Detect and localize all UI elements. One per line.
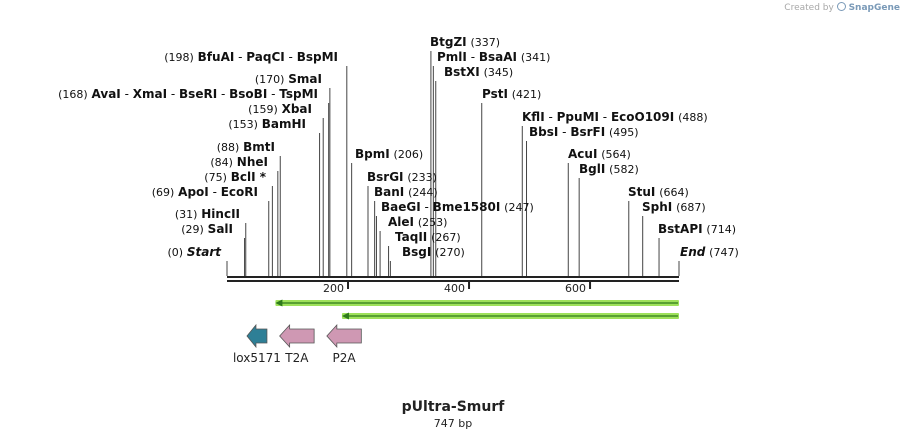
site-label-apoi-ecori[interactable]: (69) ApoI - EcoRI [152, 185, 258, 199]
site-label-psti[interactable]: PstI (421) [482, 87, 541, 101]
backbone [227, 276, 679, 282]
site-label-nhei[interactable]: (84) NheI [210, 155, 268, 169]
snapgene-credit: Created by SnapGene [784, 2, 900, 13]
feature-t2a-label: T2A [284, 351, 309, 365]
site-label-acui[interactable]: AcuI (564) [568, 147, 631, 161]
feature-p2a-label: P2A [333, 351, 357, 365]
ruler-label-600: 600 [565, 282, 586, 295]
orf-arrowhead-2 [341, 312, 349, 320]
feature-lox5171-label: lox5171 [233, 351, 281, 365]
site-label-bamhi[interactable]: (153) BamHI [228, 117, 306, 131]
site-label-sphi[interactable]: SphI (687) [642, 200, 706, 214]
site-label-bstapi[interactable]: BstAPI (714) [658, 222, 736, 236]
site-label-end[interactable]: End (747) [680, 245, 739, 259]
site-label-hincii[interactable]: (31) HincII [175, 207, 240, 221]
site-label-start[interactable]: (0) Start [167, 245, 222, 259]
feature-t2a-arrow[interactable] [279, 323, 315, 349]
ruler-label-400: 400 [444, 282, 465, 295]
site-label-bsrgi[interactable]: BsrGI (233) [367, 170, 437, 184]
site-label-alei[interactable]: AleI (253) [388, 215, 447, 229]
plasmid-name: pUltra-Smurf [401, 399, 505, 415]
feature-lox5171-arrow[interactable] [246, 323, 268, 349]
ruler: 200 400 600 [323, 282, 592, 295]
site-label-smai[interactable]: (170) SmaI [255, 72, 322, 86]
site-label-avai-xmai-bseri-bsobi-tspmi[interactable]: (168) AvaI - XmaI - BseRI - BsoBI - TspM… [58, 87, 318, 101]
site-label-pmli-bsaai[interactable]: PmlI - BsaAI (341) [437, 50, 550, 64]
site-label-bpmi[interactable]: BpmI (206) [355, 147, 423, 161]
site-label-bgli[interactable]: BglI (582) [579, 162, 639, 176]
site-label-bfuai-paqci-bspmi[interactable]: (198) BfuAI - PaqCI - BspMI [164, 50, 338, 64]
plasmid-length: 747 bp [433, 417, 473, 430]
site-label-bsgi[interactable]: BsgI (270) [402, 245, 465, 259]
site-lines [226, 51, 680, 276]
site-label-xbai[interactable]: (159) XbaI [248, 102, 312, 116]
orf-arrows [275, 299, 679, 320]
credit-prefix: Created by [784, 3, 834, 13]
site-label-btgzi[interactable]: BtgZI (337) [430, 35, 500, 49]
ruler-label-200: 200 [323, 282, 344, 295]
site-label-stui[interactable]: StuI (664) [628, 185, 689, 199]
site-label-sali[interactable]: (29) SalI [181, 222, 233, 236]
site-label-baegi-bme1580i[interactable]: BaeGI - Bme1580I (247) [381, 200, 534, 214]
site-label-kfli-ppumi-ecoo109i[interactable]: KflI - PpuMI - EcoO109I (488) [522, 110, 708, 124]
site-label-taqii[interactable]: TaqII (267) [395, 230, 461, 244]
credit-brand: SnapGene [848, 3, 900, 13]
site-label-bcli[interactable]: (75) BclI * [204, 170, 266, 184]
orf-arrowhead-1 [275, 299, 283, 307]
feature-p2a-arrow[interactable] [326, 323, 362, 349]
site-labels[interactable]: (0) Start (29) SalI(31) HincII (69) ApoI -… [58, 35, 739, 259]
site-label-bstxi[interactable]: BstXI (345) [444, 65, 513, 79]
site-label-bmti[interactable]: (88) BmtI [217, 140, 275, 154]
site-label-bani[interactable]: BanI (244) [374, 185, 438, 199]
snapgene-logo-icon [836, 2, 846, 11]
site-label-bbsi-bsrfi[interactable]: BbsI - BsrFI (495) [529, 125, 639, 139]
